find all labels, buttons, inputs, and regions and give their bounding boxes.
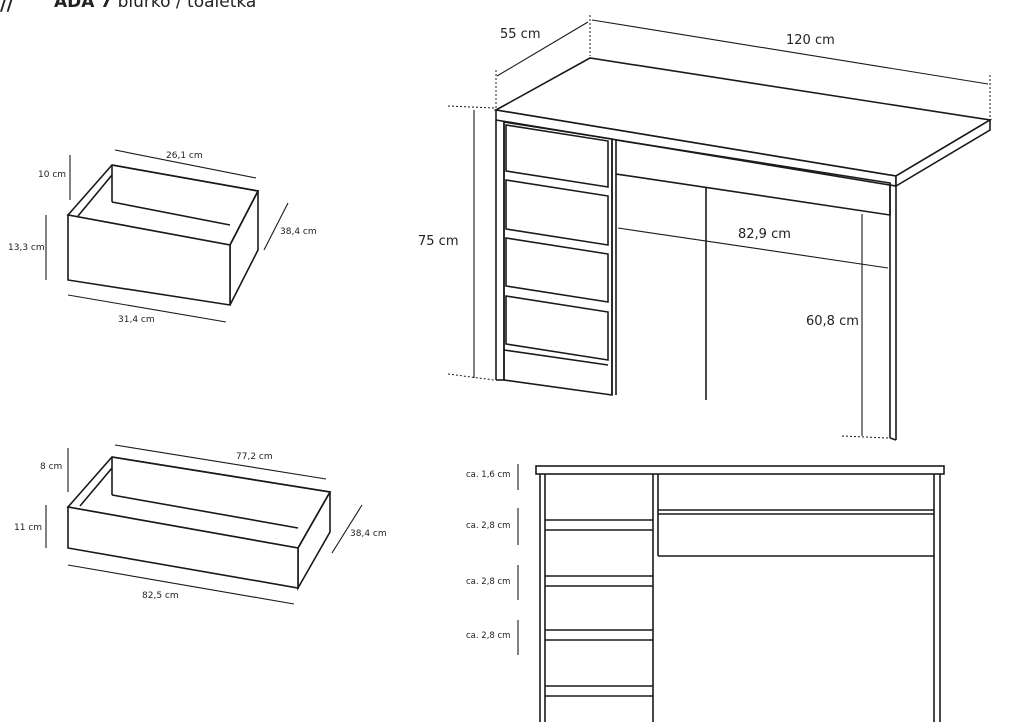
gap-label: ca. 2,8 cm <box>466 631 510 641</box>
large-depth: 38,4 cm <box>350 529 387 539</box>
gap-label: ca. 1,6 cm <box>466 470 510 480</box>
small-depth: 38,4 cm <box>280 227 317 237</box>
page-title: ADA 7 biurko / toaletka <box>54 0 256 12</box>
front-view-drawing <box>535 465 945 722</box>
large-inner-height: 8 cm <box>40 462 62 472</box>
knee-width-label: 82,9 cm <box>738 227 791 242</box>
knee-height-label: 60,8 cm <box>806 314 859 329</box>
desk-perspective <box>493 57 993 441</box>
gap-label: ca. 2,8 cm <box>466 521 510 531</box>
small-drawer-dimensions: 26,1 cm 10 cm 13,3 cm 38,4 cm 31,4 cm <box>8 149 317 325</box>
desk-depth-label: 55 cm <box>500 27 541 42</box>
desk-height-label: 75 cm <box>418 234 459 249</box>
front-view-dimensions: ca. 1,6 cm ca. 2,8 cm ca. 2,8 cm ca. 2,8… <box>466 464 519 655</box>
desk-width-label: 120 cm <box>786 33 835 48</box>
gap-label: ca. 2,8 cm <box>466 577 510 587</box>
large-front-height: 11 cm <box>14 523 42 533</box>
large-drawer-drawing <box>66 456 332 592</box>
model-name: ADA 7 <box>54 0 113 12</box>
desk-dimensions: 55 cm 120 cm 75 cm 82,9 cm 60,8 cm <box>418 15 991 439</box>
brand-logo: // <box>0 0 14 15</box>
large-inner-width: 77,2 cm <box>236 452 273 462</box>
small-inner-height: 10 cm <box>38 170 66 180</box>
small-inner-width: 26,1 cm <box>166 151 203 161</box>
large-front-width: 82,5 cm <box>142 591 179 601</box>
small-front-height: 13,3 cm <box>8 243 45 253</box>
large-drawer-dimensions: 77,2 cm 8 cm 11 cm 38,4 cm 82,5 cm <box>14 444 387 605</box>
small-drawer-drawing <box>66 164 260 306</box>
small-front-width: 31,4 cm <box>118 315 155 325</box>
subtitle: biurko / toaletka <box>117 0 257 12</box>
